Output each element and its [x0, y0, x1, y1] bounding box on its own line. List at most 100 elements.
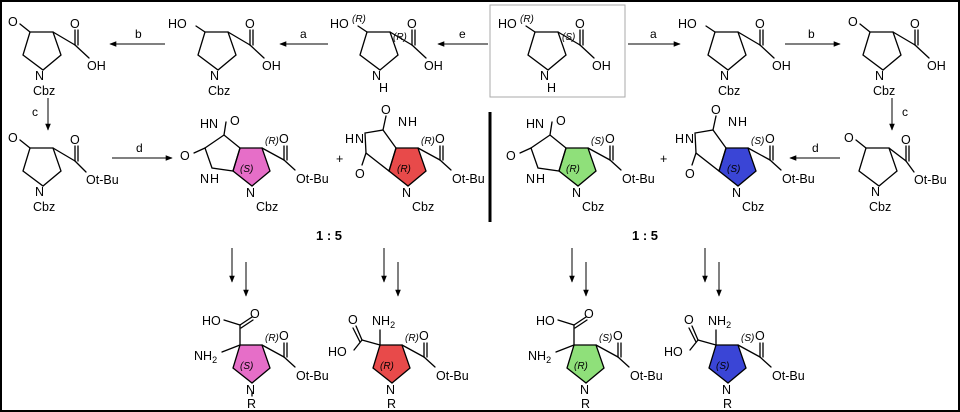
cbz-hydroxyproline-right: HO N Cbz O OH: [678, 17, 791, 98]
nh-label: N: [372, 69, 381, 83]
nh-label: N: [685, 132, 694, 146]
o-label: O: [910, 17, 920, 31]
hydantoin-red: O H N O N H (R) (R) N Cbz O Ot-Bu: [345, 103, 485, 214]
starting-material-box: [489, 4, 626, 98]
cbz-label: Cbz: [412, 200, 434, 214]
nh-label: N: [728, 115, 737, 129]
nh-label: N: [35, 185, 44, 199]
o-label: O: [575, 17, 585, 31]
keto-ester-right: O N Cbz O Ot-Bu: [844, 131, 947, 214]
o-label: O: [685, 167, 695, 181]
oh-label: OH: [262, 59, 281, 73]
cbz-label: Cbz: [256, 200, 278, 214]
o-label: O: [506, 149, 516, 163]
o-label: O: [348, 313, 358, 327]
stereo-label: (R): [265, 136, 279, 147]
h-label: H: [547, 81, 556, 95]
h-label: H: [210, 172, 219, 186]
ho-label: HO: [168, 17, 187, 31]
keto-cbz-acid-left: O N Cbz O OH: [8, 15, 106, 98]
o-label: O: [765, 132, 775, 146]
o-label: O: [605, 132, 615, 146]
nh-label: N: [246, 383, 255, 397]
cbz-label: Cbz: [208, 84, 230, 98]
o-label: O: [279, 132, 289, 146]
hydantoin-blue: O H N O N H (S) (S) N Cbz O Ot-Bu: [675, 103, 815, 214]
hydroxyproline-start: HO (R) (S) N H O OH: [498, 14, 611, 95]
o-label: O: [844, 131, 854, 145]
nh-label: N: [398, 115, 407, 129]
o-label: O: [584, 307, 594, 321]
nh-label: N: [535, 117, 544, 131]
o-label: O: [245, 17, 255, 31]
cbz-label: Cbz: [742, 200, 764, 214]
nh-label: N: [209, 117, 218, 131]
reagent-a: a: [650, 27, 657, 41]
o-label: O: [279, 329, 289, 343]
h-label: H: [536, 172, 545, 186]
otbu-label: Ot-Bu: [630, 369, 663, 383]
nh-label: H: [675, 132, 684, 146]
stereo-label: (S): [716, 361, 729, 372]
nh-label: N: [580, 383, 589, 397]
nh-label: H: [345, 132, 354, 146]
o-label: O: [70, 133, 80, 147]
o-label: O: [848, 15, 858, 29]
reagent-d: d: [136, 141, 143, 155]
o-label: O: [755, 329, 765, 343]
otbu-label: Ot-Bu: [622, 172, 655, 186]
stereo-label: (R): [405, 333, 419, 344]
stereo-label: (S): [562, 32, 575, 43]
cbz-hydroxyproline-left: HO N Cbz O OH: [168, 17, 281, 98]
cbz-label: Cbz: [873, 84, 895, 98]
plus-sign: +: [336, 152, 343, 166]
ho-label: HO: [678, 17, 697, 31]
nh-label: N: [210, 69, 219, 83]
oh-label: OH: [87, 59, 106, 73]
ratio-right: 1 : 5: [632, 228, 658, 243]
cbz-label: Cbz: [33, 200, 55, 214]
otbu-label: Ot-Bu: [914, 173, 947, 187]
stereo-label: (S): [751, 136, 764, 147]
nh-label: N: [732, 186, 741, 200]
o-label: O: [8, 131, 18, 145]
o-label: O: [711, 103, 721, 117]
down-arrows: [229, 248, 722, 297]
stereo-label: (R): [520, 14, 534, 25]
nh-label: N: [572, 186, 581, 200]
o-label: O: [250, 307, 260, 321]
nh-label: N: [526, 172, 535, 186]
amino-acid-green: HO O NH2 (R) (S) N R O Ot-Bu: [528, 307, 663, 411]
nh-label: N: [200, 172, 209, 186]
cbz-label: Cbz: [869, 200, 891, 214]
stereo-label: (S): [240, 164, 253, 175]
oh-label: OH: [927, 59, 946, 73]
oh-label: OH: [772, 59, 791, 73]
otbu-label: Ot-Bu: [296, 369, 329, 383]
amino-acid-blue: NH2 O HO (S) (S) N R O Ot-Bu: [664, 313, 805, 411]
r-label: R: [581, 397, 590, 411]
nh-label: N: [540, 69, 549, 83]
cbz-label: Cbz: [582, 200, 604, 214]
otbu-label: Ot-Bu: [452, 172, 485, 186]
stereo-label: (R): [566, 164, 580, 175]
ho-label: HO: [330, 17, 349, 31]
nh-label: N: [386, 383, 395, 397]
r-label: R: [247, 397, 256, 411]
nh-label: H: [200, 117, 209, 131]
r-label: R: [387, 397, 396, 411]
stereo-label: (S): [240, 361, 253, 372]
oh-label: OH: [592, 59, 611, 73]
reagent-c: c: [902, 105, 908, 119]
o-label: O: [230, 114, 240, 128]
o-label: O: [684, 313, 694, 327]
amino-acid-red: NH2 O HO (R) (R) N R O Ot-Bu: [328, 313, 469, 411]
stereo-label: (R): [397, 164, 411, 175]
otbu-label: Ot-Bu: [296, 172, 329, 186]
nh-label: N: [875, 69, 884, 83]
h-label: H: [379, 81, 388, 95]
cbz-label: Cbz: [718, 84, 740, 98]
stereo-label: (R): [393, 32, 407, 43]
oh-label: OH: [424, 59, 443, 73]
